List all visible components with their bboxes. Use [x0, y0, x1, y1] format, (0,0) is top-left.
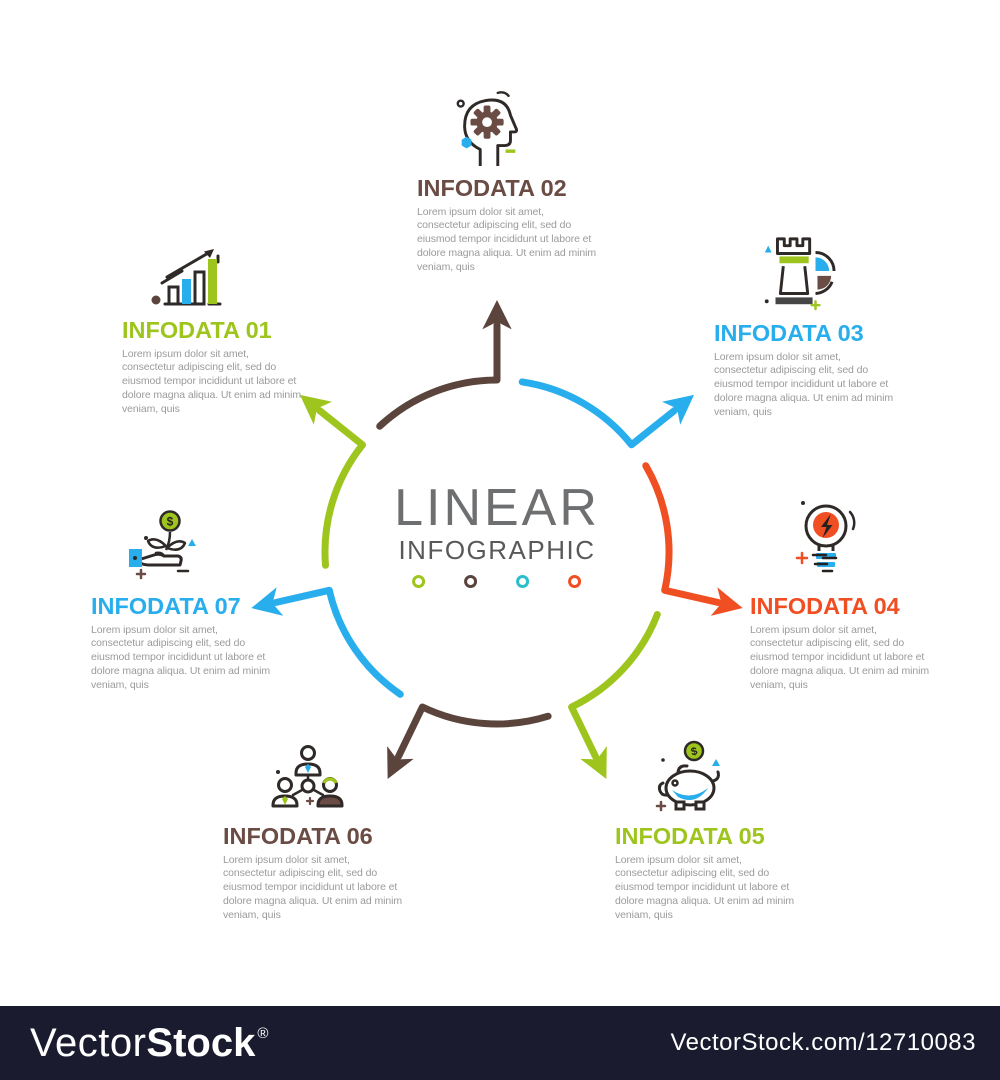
hand-money-plant-icon: $: [129, 510, 196, 580]
infodata-02-section: INFODATA 02 Lorem ipsum dolor sit amet, …: [417, 88, 609, 275]
infodata-07-title: INFODATA 07: [91, 593, 241, 619]
infodata-06-body: Lorem ipsum dolor sit amet, consectetur …: [223, 853, 402, 921]
infodata-07-body: Lorem ipsum dolor sit amet, consectetur …: [91, 623, 270, 691]
center-title: LINEAR: [394, 479, 600, 537]
head-gear-icon: [456, 91, 519, 167]
infodata-05-body: Lorem ipsum dolor sit amet, consectetur …: [615, 853, 794, 921]
infodata-03-body: Lorem ipsum dolor sit amet, consectetur …: [714, 350, 893, 418]
infodata-03-section: INFODATA 03 Lorem ipsum dolor sit amet, …: [714, 233, 906, 420]
infodata-06-icon-box: [223, 740, 415, 824]
segment-arrow-01: [299, 394, 366, 569]
infodata-02-title: INFODATA 02: [417, 175, 567, 201]
infodata-04-icon-box: [750, 496, 942, 594]
vectorstock-logo: VectorStock®: [30, 1023, 268, 1063]
legend-dot-lime: [412, 575, 426, 588]
infodata-05-icon-box: $: [615, 740, 807, 824]
infodata-06-title: INFODATA 06: [223, 823, 373, 849]
team-structure-icon: [271, 745, 344, 808]
chess-rook-pie-icon: [764, 237, 836, 311]
infodata-07-section: $ INFODATA 07 Lorem ipsum dolor sit amet…: [91, 508, 283, 693]
infodata-05-title: INFODATA 05: [615, 823, 765, 849]
coin-dollar-glyph: $: [690, 745, 699, 758]
infodata-04-title: INFODATA 04: [750, 593, 900, 619]
infodata-01-icon-box: [122, 246, 314, 318]
infodata-05-section: $ INFODATA 05 Lorem ipsum dolor sit amet…: [615, 740, 807, 923]
segment-arrow-03: [518, 378, 695, 449]
piggy-bank-icon: $: [655, 740, 720, 812]
registered-mark: ®: [257, 1025, 269, 1042]
brand-light: Vector: [30, 1021, 147, 1065]
watermark-bar: VectorStock® VectorStock.com/12710083: [0, 1006, 1000, 1080]
growth-bar-chart-icon: [151, 249, 222, 306]
segment-arrow-05: [568, 611, 661, 780]
segment-arrow-07: [251, 586, 404, 698]
infodata-03-title: INFODATA 03: [714, 320, 864, 346]
infodata-06-section: INFODATA 06 Lorem ipsum dolor sit amet, …: [223, 740, 415, 923]
infodata-01-body: Lorem ipsum dolor sit amet, consectetur …: [122, 347, 301, 415]
center-title-block: LINEAR INFOGRAPHIC: [394, 482, 600, 588]
vectorstock-url: VectorStock.com/12710083: [670, 1029, 976, 1056]
infodata-02-icon-box: [417, 88, 609, 176]
brand-bold: Stock: [146, 1021, 256, 1065]
legend-dots: [394, 575, 600, 588]
infodata-01-section: INFODATA 01 Lorem ipsum dolor sit amet, …: [122, 246, 314, 417]
lightbulb-energy-icon: [795, 501, 856, 573]
segment-arrow-02: [376, 300, 512, 430]
infodata-01-title: INFODATA 01: [122, 317, 272, 343]
infodata-03-icon-box: [714, 233, 906, 321]
infodata-07-icon-box: $: [91, 508, 283, 594]
infodata-04-body: Lorem ipsum dolor sit amet, consectetur …: [750, 623, 929, 691]
segment-arrow-06: [387, 703, 552, 780]
center-subtitle: INFOGRAPHIC: [398, 535, 596, 565]
legend-dot-brown: [464, 575, 478, 588]
legend-dot-orange: [568, 575, 582, 588]
coin-dollar-glyph: $: [167, 515, 174, 529]
segment-arrow-04: [642, 462, 743, 616]
infodata-04-section: INFODATA 04 Lorem ipsum dolor sit amet, …: [750, 496, 942, 693]
legend-dot-cyan: [516, 575, 530, 588]
infodata-02-body: Lorem ipsum dolor sit amet, consectetur …: [417, 205, 596, 273]
